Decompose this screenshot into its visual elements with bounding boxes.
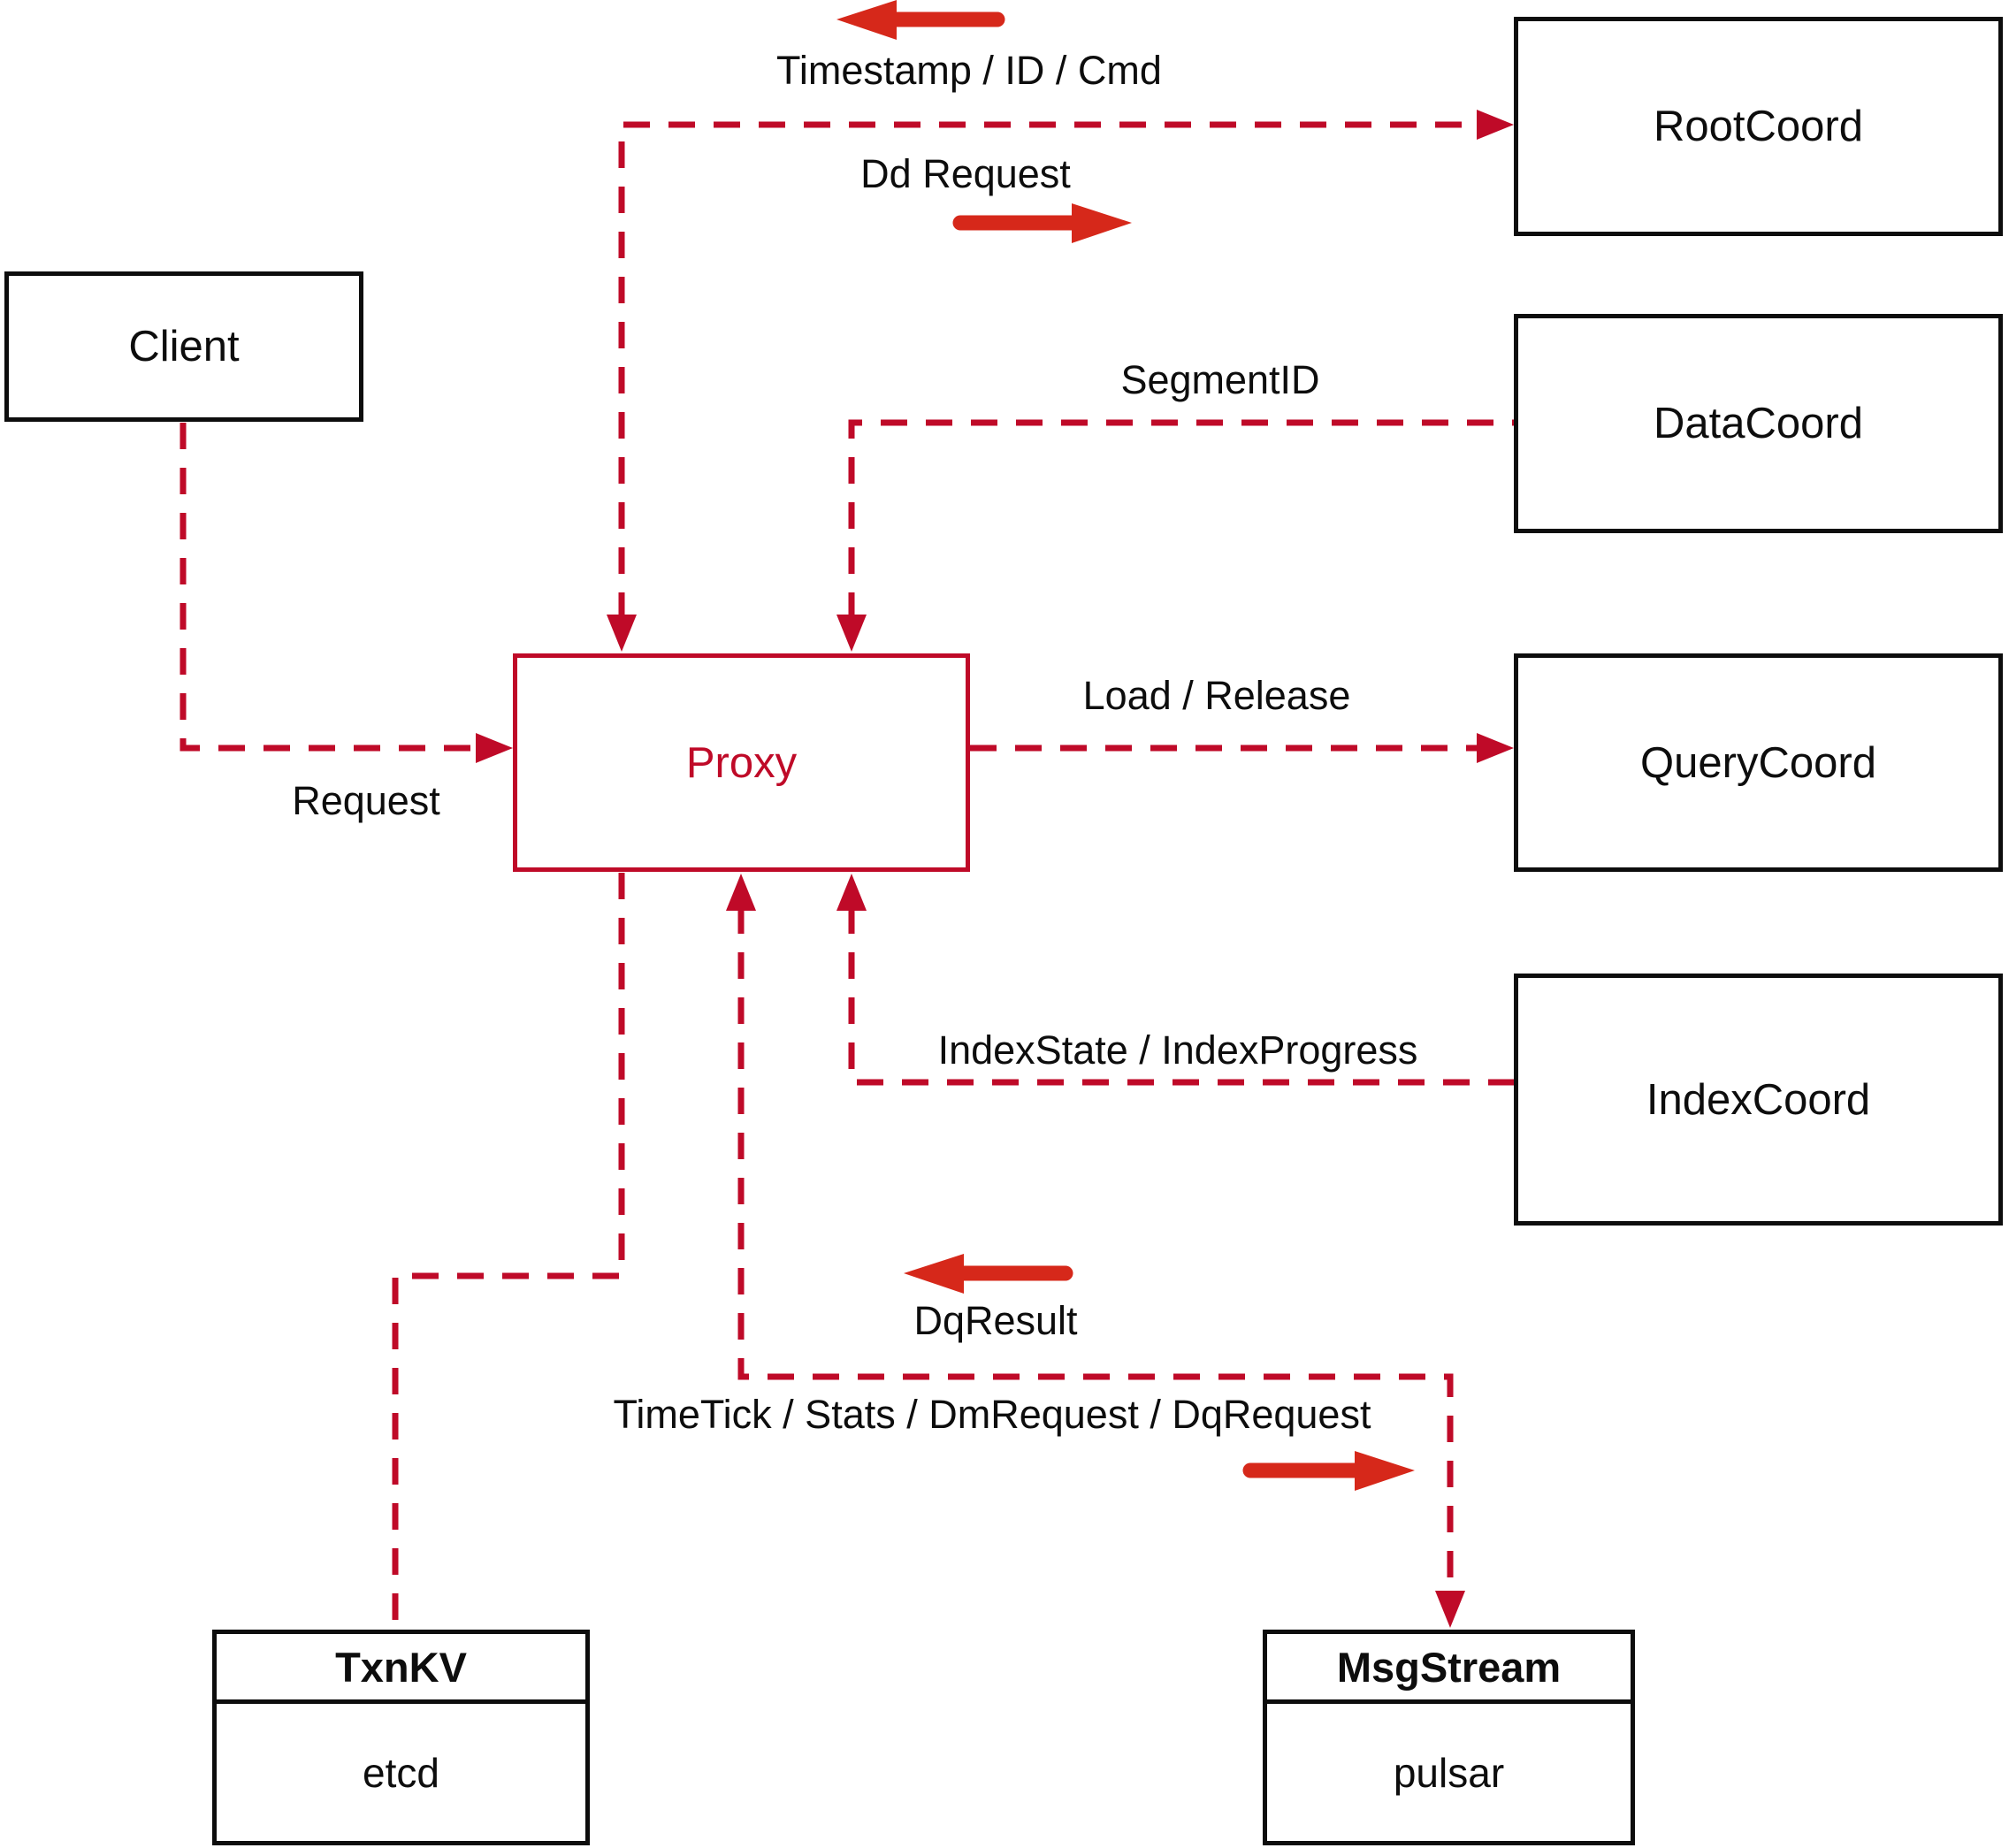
node-msgstream: MsgStream pulsar [1263, 1630, 1635, 1845]
edge-label-load-release: Load / Release [1082, 673, 1351, 718]
arrowhead-into-proxy-top-left [607, 615, 637, 652]
arrowhead-into-proxy-bottom-center [726, 874, 756, 911]
arrowhead-into-proxy-bottom-right [836, 874, 867, 911]
node-indexcoord: IndexCoord [1514, 974, 2003, 1226]
node-txnkv-subtitle: etcd [363, 1749, 439, 1796]
edge-label-dq-result: DqResult [913, 1298, 1078, 1343]
node-querycoord: QueryCoord [1514, 653, 2003, 872]
edge-client-proxy-request [180, 423, 476, 752]
direction-arrow-right-dd-request [952, 203, 1132, 243]
edge-label-timestamp-id-cmd: Timestamp / ID / Cmd [776, 48, 1162, 93]
node-msgstream-subtitle: pulsar [1393, 1749, 1505, 1796]
node-txnkv: TxnKV etcd [212, 1630, 590, 1845]
direction-arrow-left-dq-result [904, 1254, 1073, 1294]
direction-arrow-left-timestamp [836, 0, 1005, 40]
node-proxy-label: Proxy [685, 738, 798, 787]
node-client: Client [4, 271, 363, 422]
node-rootcoord: RootCoord [1514, 17, 2003, 236]
arrowhead-into-rootcoord [1477, 110, 1514, 140]
node-datacoord: DataCoord [1514, 314, 2003, 533]
node-client-label: Client [128, 323, 240, 370]
node-datacoord-label: DataCoord [1654, 400, 1863, 447]
arrowhead-into-proxy-left [476, 733, 513, 763]
edge-label-index-state-progress: IndexState / IndexProgress [937, 1027, 1418, 1073]
node-proxy: Proxy [513, 653, 970, 872]
arrowhead-into-proxy-top-right [836, 615, 867, 652]
edge-indexcoord-proxy [848, 907, 1517, 1086]
edge-proxy-rootcoord [618, 121, 1478, 619]
edge-label-segment-id: SegmentID [1120, 357, 1320, 402]
node-querycoord-label: QueryCoord [1640, 738, 1876, 787]
node-rootcoord-label: RootCoord [1654, 103, 1863, 150]
edge-label-request: Request [292, 778, 440, 823]
edge-proxy-txnkv [392, 873, 625, 1628]
edge-label-dd-request: Dd Request [860, 151, 1071, 196]
node-indexcoord-label: IndexCoord [1646, 1075, 1871, 1124]
node-txnkv-title: TxnKV [217, 1634, 585, 1704]
node-msgstream-title: MsgStream [1267, 1634, 1631, 1704]
edge-label-time-tick: TimeTick / Stats / DmRequest / DqRequest [613, 1392, 1371, 1437]
edge-datacoord-proxy-segmentid [848, 419, 1517, 619]
direction-arrow-right-time-tick [1242, 1451, 1415, 1491]
arrowhead-into-msgstream [1435, 1591, 1465, 1628]
edge-proxy-msgstream [737, 907, 1454, 1592]
arrowhead-into-querycoord [1477, 733, 1514, 763]
